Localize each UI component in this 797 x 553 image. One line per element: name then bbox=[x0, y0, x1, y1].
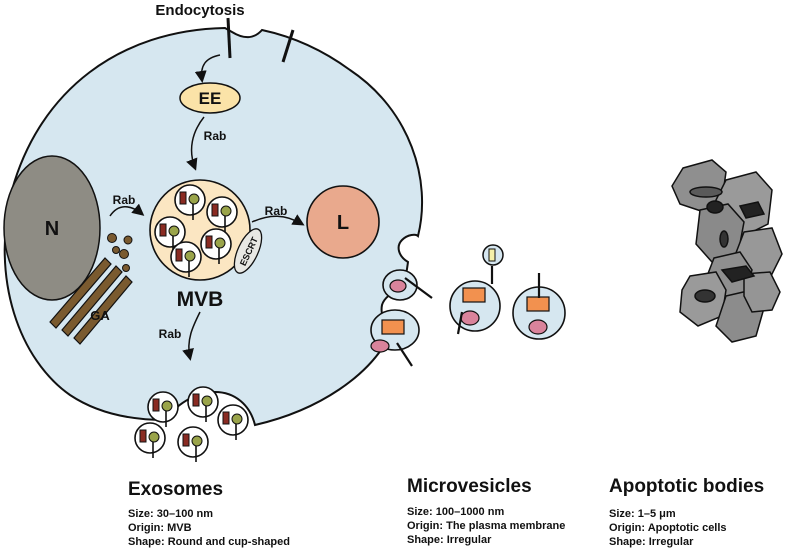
rab-label: Rab bbox=[265, 204, 288, 218]
exosomes-shape: Shape: Round and cup-shaped bbox=[128, 536, 290, 548]
exosomes-title: Exosomes bbox=[128, 479, 224, 500]
lysosome-label: L bbox=[337, 212, 349, 234]
budding-microvesicles bbox=[370, 269, 433, 367]
escrt-complex: ESCRT bbox=[233, 228, 263, 274]
rab-label: Rab bbox=[204, 129, 227, 143]
lysosome bbox=[306, 185, 380, 259]
early-endosome bbox=[179, 82, 241, 114]
rab-arrow bbox=[182, 311, 201, 361]
golgi-label: GA bbox=[90, 308, 110, 323]
exosomes-origin: Origin: MVB bbox=[128, 522, 192, 534]
multivesicular-body bbox=[149, 179, 251, 281]
apoptotic-bodies-title: Apoptotic bodies bbox=[609, 476, 765, 497]
receptor-line bbox=[226, 17, 232, 59]
endocytosis-label: Endocytosis bbox=[155, 2, 244, 19]
apoptotic-bodies-shape: Shape: Irregular bbox=[609, 536, 694, 548]
free-microvesicles bbox=[449, 244, 566, 340]
microvesicles-info: Size: 100–1000 nm Origin: The plasma mem… bbox=[407, 505, 565, 547]
apoptotic-bodies-origin: Origin: Apoptotic cells bbox=[609, 522, 727, 534]
exosomes-info: Size: 30–100 nm Origin: MVB Shape: Round… bbox=[128, 507, 290, 549]
receptor-line bbox=[281, 29, 295, 63]
apoptotic-bodies bbox=[671, 159, 783, 343]
early-endosome-label: EE bbox=[199, 89, 222, 108]
microvesicles-title: Microvesicles bbox=[407, 476, 532, 497]
microvesicles-origin: Origin: The plasma membrane bbox=[407, 520, 566, 532]
nucleus bbox=[3, 155, 101, 301]
apoptotic-bodies-size: Size: 1–5 μm bbox=[609, 508, 676, 520]
microvesicles-size: Size: 100–1000 nm bbox=[407, 506, 505, 518]
nucleus-label: N bbox=[45, 218, 59, 240]
rab-arrow bbox=[109, 203, 145, 217]
rab-label: Rab bbox=[159, 327, 182, 341]
exosomes-size: Size: 30–100 nm bbox=[128, 508, 213, 520]
rab-arrow bbox=[186, 116, 205, 171]
mvb-label: MVB bbox=[177, 288, 224, 311]
microvesicles-shape: Shape: Irregular bbox=[407, 534, 492, 546]
endocytosis-arrow bbox=[194, 54, 221, 83]
released-exosomes bbox=[134, 386, 249, 463]
apoptotic-bodies-info: Size: 1–5 μm Origin: Apoptotic cells Sha… bbox=[609, 507, 727, 549]
rab-arrow bbox=[251, 214, 305, 226]
rab-label: Rab bbox=[113, 193, 136, 207]
golgi-apparatus bbox=[49, 233, 133, 345]
